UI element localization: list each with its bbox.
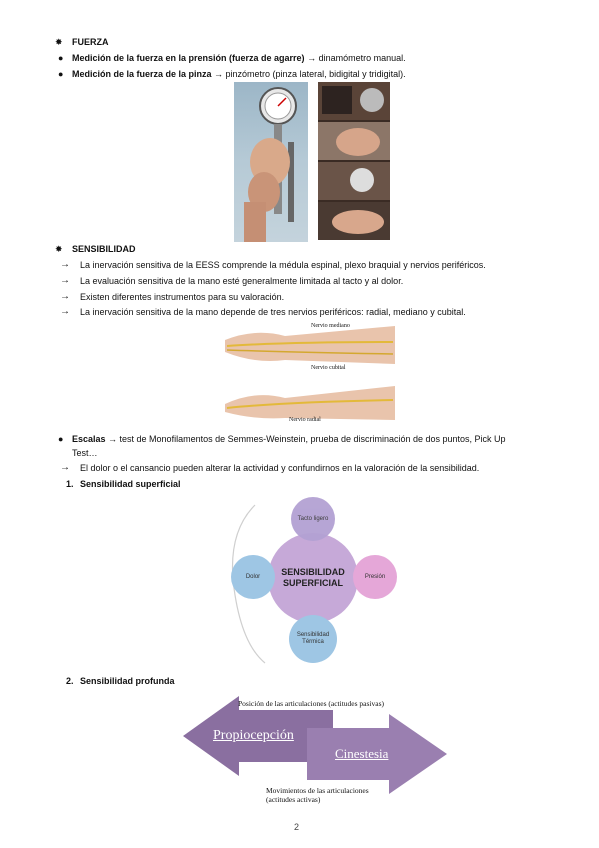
superficial-diagram: SENSIBILIDAD SUPERFICIAL Tacto ligero Do… (225, 495, 397, 665)
cinestesia-label: Cinestesia (335, 746, 389, 761)
bullet-icon: ● (58, 69, 64, 79)
sensibilidad-arrow-item: La inervación sensitiva de la EESS compr… (80, 260, 486, 270)
circle-left: Dolor (231, 555, 275, 599)
pinch-gauge-photo (318, 82, 390, 240)
sensibilidad-note: El dolor o el cansancio pueden alterar l… (80, 463, 480, 473)
arrow-icon: → (60, 259, 70, 270)
fuerza-item-1: Medición de la fuerza en la prensión (fu… (72, 53, 406, 63)
diagram-outline (232, 504, 266, 664)
escalas-line-2: Test… (72, 448, 98, 458)
section-2-title: Sensibilidad profunda (80, 676, 175, 686)
circle-bottom: Sensibilidad Térmica (289, 615, 337, 663)
arrow-icon: → (60, 275, 70, 286)
circle-top: Tacto ligero (291, 497, 335, 541)
nerve-label-cubital: Nervio cubital (311, 365, 346, 371)
section-2-number: 2. (66, 676, 74, 686)
sensibilidad-arrow-item: La evaluación sensitiva de la mano esté … (80, 276, 404, 286)
star-bullet-icon: ✸ (55, 37, 63, 47)
fuerza-heading: FUERZA (72, 37, 109, 47)
page-number: 2 (294, 822, 300, 832)
fuerza-item-2: Medición de la fuerza de la pinza → pinz… (72, 69, 406, 79)
arm-nerves-drawing (225, 326, 395, 420)
double-arrow-drawing (183, 696, 447, 794)
propiocepcion-label: Propiocepción (213, 728, 294, 743)
escalas-line-1: Escalas → test de Monofilamentos de Semm… (72, 434, 506, 444)
sensibilidad-heading: SENSIBILIDAD (72, 244, 136, 254)
profunda-diagram: Propiocepción Cinestesia (183, 696, 447, 800)
bottom-caption-1: Movimientos de las articulaciones (266, 786, 369, 795)
star-bullet-icon: ✸ (55, 244, 63, 254)
top-caption: Posición de las articulaciones (actitude… (238, 699, 384, 708)
center-circle: SENSIBILIDAD SUPERFICIAL (268, 533, 358, 623)
bullet-icon: ● (58, 53, 64, 63)
nerve-illustration: Nervio mediano Nervio cubital Nervio rad… (225, 320, 395, 426)
bottom-caption-2: (actitudes activas) (266, 795, 321, 804)
bullet-icon: ● (58, 434, 64, 444)
pinch-gauge-illustration (318, 82, 390, 240)
circle-right: Presión (353, 555, 397, 599)
arrow-icon: → (60, 306, 70, 317)
dynamometer-illustration (244, 87, 297, 242)
nerve-label-mediano: Nervio mediano (311, 323, 350, 329)
dynamometer-photo (234, 82, 308, 242)
sensibilidad-arrow-item: Existen diferentes instrumentos para su … (80, 292, 285, 302)
nerve-label-radial: Nervio radial (289, 417, 321, 423)
section-1-title: Sensibilidad superficial (80, 479, 181, 489)
arrow-icon: → (60, 291, 70, 302)
section-1-number: 1. (66, 479, 74, 489)
sensibilidad-arrow-item: La inervación sensitiva de la mano depen… (80, 307, 466, 317)
arrow-icon: → (60, 462, 70, 473)
